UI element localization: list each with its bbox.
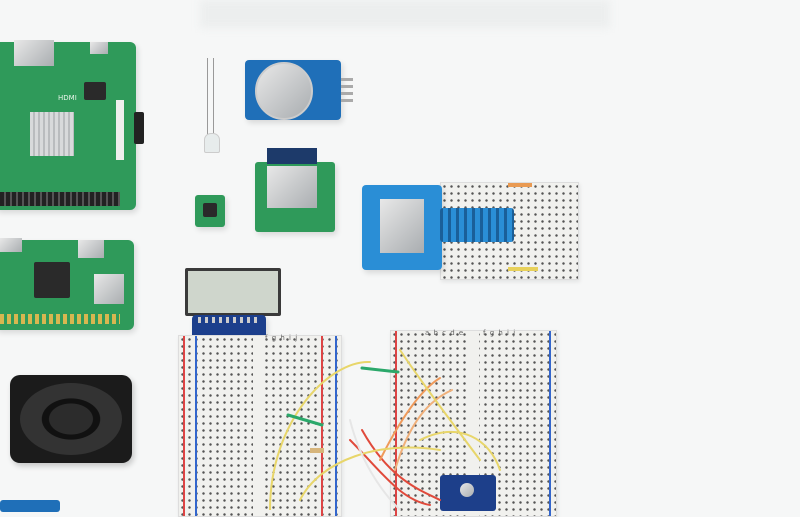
speaker-cone	[20, 383, 122, 455]
wire-yellow-4	[419, 430, 501, 471]
led	[203, 58, 220, 153]
hdmi-label: HDMI	[58, 94, 77, 102]
column-labels: f g h i j	[265, 334, 299, 342]
esp-adapter-arm	[440, 208, 514, 242]
column-labels-right: f g h i j	[483, 329, 517, 337]
wire-yellow-2	[399, 349, 481, 461]
sensor-breakout	[440, 475, 496, 511]
chip	[84, 82, 106, 100]
raspberry-pi-zero-board	[0, 238, 134, 330]
resistor	[310, 448, 324, 453]
wire-red	[349, 439, 431, 506]
breadboard-left: f g h i j	[178, 334, 342, 517]
esp-breakout-board	[255, 148, 335, 232]
soc-chip	[34, 262, 70, 298]
jumper-yellow	[508, 267, 538, 271]
raspberry-pi-3-board: HDMI	[0, 40, 136, 210]
blue-module-bottom	[0, 500, 60, 512]
wire-yellow	[269, 360, 371, 510]
wire-green	[360, 366, 400, 374]
wire-orange-2	[394, 389, 453, 471]
heatsink	[30, 112, 74, 156]
wire-orange	[379, 377, 441, 461]
lcd-display	[185, 268, 281, 316]
micro-usb-port	[78, 240, 104, 258]
hdmi-port	[14, 40, 54, 66]
esp-adapter-board	[362, 185, 442, 270]
gpio-pads	[0, 314, 120, 324]
esp-shield-can	[267, 166, 317, 208]
column-labels-left: a b c d e	[425, 329, 465, 337]
usb-port	[90, 42, 108, 54]
pi3-side-connector	[134, 112, 144, 144]
sd-slot	[94, 274, 124, 304]
antenna	[267, 148, 317, 164]
small-sensor-board	[195, 195, 225, 227]
wire-white	[349, 419, 401, 510]
wire-green-2	[286, 413, 324, 427]
jumper-orange	[508, 183, 532, 187]
header-pins	[341, 78, 353, 104]
speaker	[10, 375, 132, 463]
gas-sensor-module	[245, 60, 353, 120]
camera-connector	[116, 100, 124, 160]
blurred-top-object	[200, 0, 610, 28]
esp-module	[380, 199, 424, 253]
wire-red-2	[361, 429, 441, 501]
gas-sensor-can	[255, 62, 313, 120]
wire-yellow-3	[299, 446, 441, 501]
gpio-header	[0, 192, 120, 206]
mini-hdmi-port	[0, 238, 22, 252]
